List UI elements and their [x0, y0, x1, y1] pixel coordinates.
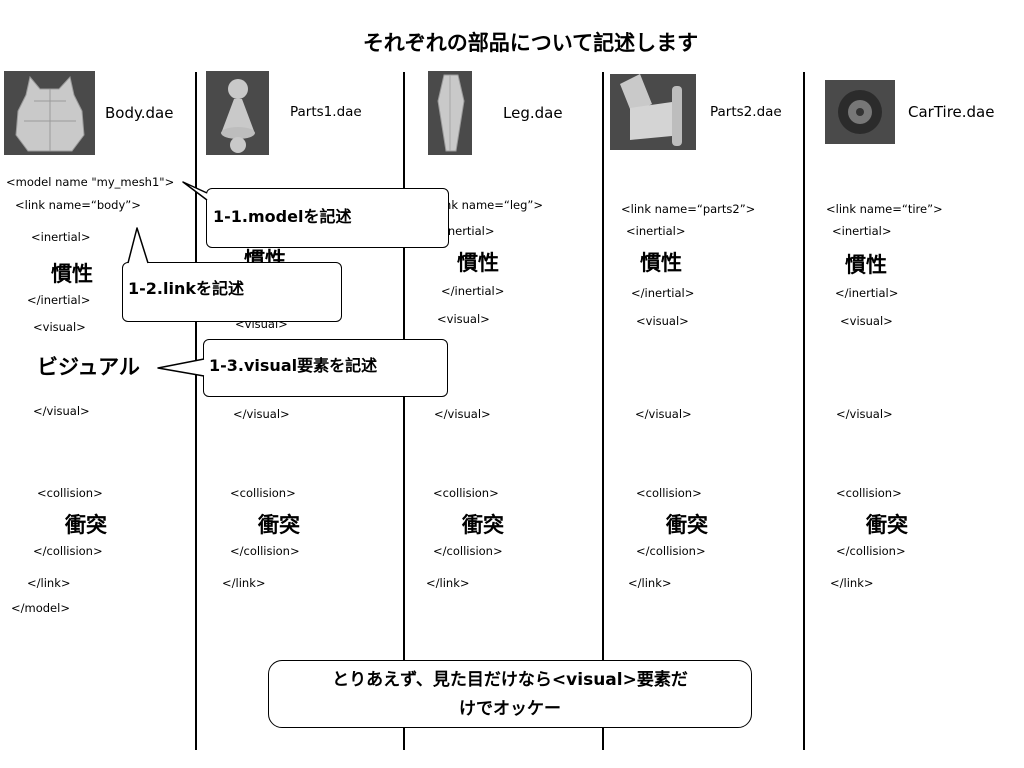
- visual-open-tag: <visual>: [636, 314, 689, 328]
- inertial-open-tag: <inertial>: [626, 224, 686, 238]
- callout-link-text: 1-2.linkを記述: [128, 279, 244, 298]
- inertial-close-tag: </inertial>: [27, 293, 91, 307]
- visual-close-tag: </visual>: [635, 407, 692, 421]
- collision-open-tag: <collision>: [836, 486, 902, 500]
- note-line-1: とりあえず、見た目だけなら<visual>要素だ: [332, 670, 688, 690]
- column-divider: [403, 72, 405, 750]
- collision-label: 衝突: [258, 513, 300, 537]
- visual-close-tag: </visual>: [836, 407, 893, 421]
- callout-link: 1-2.linkを記述: [122, 262, 342, 322]
- inertial-open-tag: <inertial>: [832, 224, 892, 238]
- parts1-mesh-thumbnail: [206, 71, 269, 155]
- link-close-tag: </link>: [27, 576, 71, 590]
- inertial-close-tag: </inertial>: [441, 284, 505, 298]
- collision-open-tag: <collision>: [636, 486, 702, 500]
- file-name-body: Body.dae: [105, 104, 174, 122]
- visual-open-tag: <visual>: [840, 314, 893, 328]
- body-mesh-thumbnail: [4, 71, 95, 155]
- visual-label: ビジュアル: [37, 355, 140, 379]
- note-line-2: けでオッケー: [459, 699, 561, 719]
- visual-close-tag: </visual>: [233, 407, 290, 421]
- visual-close-tag: </visual>: [33, 404, 90, 418]
- note-box: とりあえず、見た目だけなら<visual>要素だ けでオッケー: [268, 660, 752, 728]
- link-close-tag: </link>: [426, 576, 470, 590]
- file-name-parts1: Parts1.dae: [290, 104, 362, 120]
- collision-open-tag: <collision>: [230, 486, 296, 500]
- link-close-tag: </link>: [222, 576, 266, 590]
- inertial-label: 慣性: [457, 251, 499, 275]
- collision-label: 衝突: [666, 513, 708, 537]
- parts2-mesh-thumbnail: [610, 74, 696, 150]
- link-open-tag: <link name=“body”>: [15, 198, 141, 212]
- callout-model: 1-1.modelを記述: [206, 188, 449, 248]
- visual-open-tag: <visual>: [33, 320, 86, 334]
- inertial-open-tag: <inertial>: [435, 224, 495, 238]
- collision-open-tag: <collision>: [433, 486, 499, 500]
- file-name-cartire: CarTire.dae: [908, 103, 995, 121]
- callout-visual: 1-3.visual要素を記述: [203, 339, 448, 397]
- visual-open-tag: <visual>: [437, 312, 490, 326]
- inertial-close-tag: </inertial>: [835, 286, 899, 300]
- callout-model-text: 1-1.modelを記述: [213, 207, 352, 226]
- inertial-label: 慣性: [845, 253, 887, 277]
- link-close-tag: </link>: [830, 576, 874, 590]
- link-open-tag: <link name=“leg”>: [428, 198, 543, 212]
- link-open-tag: <link name=“tire”>: [826, 202, 943, 216]
- link-open-tag: <link name=“parts2”>: [621, 202, 756, 216]
- page-title: それぞれの部品について記述します: [362, 31, 699, 55]
- model-open-tag: <model name "my_mesh1">: [6, 175, 175, 189]
- inertial-label: 慣性: [640, 251, 682, 275]
- column-divider: [195, 72, 197, 750]
- collision-close-tag: </collision>: [636, 544, 706, 558]
- inertial-label: 慣性: [51, 262, 93, 286]
- collision-label: 衝突: [462, 513, 504, 537]
- collision-close-tag: </collision>: [836, 544, 906, 558]
- collision-label: 衝突: [65, 513, 107, 537]
- link-close-tag: </link>: [628, 576, 672, 590]
- model-close-tag: </model>: [11, 601, 70, 615]
- collision-label: 衝突: [866, 513, 908, 537]
- leg-mesh-thumbnail: [428, 71, 472, 155]
- file-name-parts2: Parts2.dae: [710, 104, 782, 120]
- visual-close-tag: </visual>: [434, 407, 491, 421]
- collision-close-tag: </collision>: [33, 544, 103, 558]
- collision-close-tag: </collision>: [230, 544, 300, 558]
- inertial-close-tag: </inertial>: [631, 286, 695, 300]
- car-tire-thumbnail: [825, 80, 895, 144]
- column-divider: [602, 72, 604, 750]
- collision-close-tag: </collision>: [433, 544, 503, 558]
- inertial-open-tag: <inertial>: [31, 230, 91, 244]
- file-name-leg: Leg.dae: [503, 104, 563, 122]
- collision-open-tag: <collision>: [37, 486, 103, 500]
- callout-visual-text: 1-3.visual要素を記述: [209, 356, 378, 375]
- column-divider: [803, 72, 805, 750]
